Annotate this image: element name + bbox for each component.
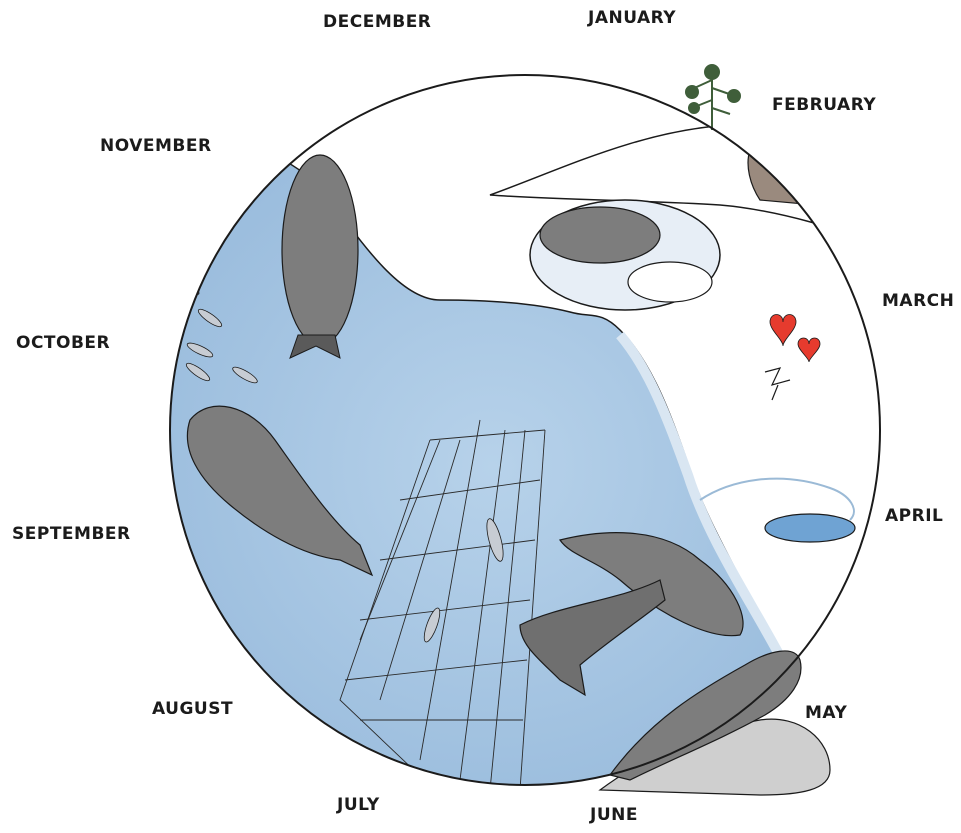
month-label-december: DECEMBER [323, 12, 431, 32]
month-label-october: OCTOBER [16, 333, 110, 353]
seal-pup [628, 262, 712, 302]
rock-february [748, 142, 815, 205]
month-label-june: JUNE [590, 805, 638, 825]
month-label-november: NOVEMBER [100, 136, 212, 156]
seal-november [282, 155, 358, 345]
month-label-january: JANUARY [588, 8, 676, 28]
month-label-may: MAY [805, 703, 847, 723]
breathing-hole [765, 514, 855, 542]
seal-lair-adult [540, 207, 660, 263]
month-label-september: SEPTEMBER [12, 524, 131, 544]
month-label-july: JULY [337, 795, 380, 815]
month-label-february: FEBRUARY [772, 95, 876, 115]
month-label-march: MARCH [882, 291, 954, 311]
month-label-april: APRIL [885, 506, 943, 526]
month-label-august: AUGUST [152, 699, 233, 719]
